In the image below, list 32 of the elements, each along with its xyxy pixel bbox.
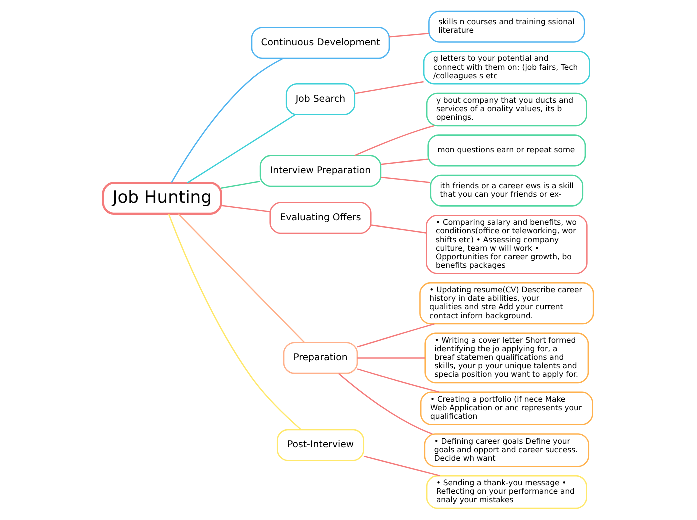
node-box: Evaluating Offers bbox=[270, 202, 372, 234]
node-box: Preparation bbox=[283, 342, 358, 374]
node-box: • Sending a thank-you message • Reflecting on your performance and analy your mistakes bbox=[426, 475, 588, 510]
node-box: y bout company that you ducts and services of a onality values, its b openings. bbox=[426, 92, 588, 127]
connector bbox=[221, 180, 260, 190]
connector bbox=[338, 373, 433, 435]
connector bbox=[187, 114, 296, 184]
connector bbox=[358, 358, 426, 359]
connector bbox=[389, 33, 430, 38]
node-box: Job Hunting bbox=[102, 182, 222, 215]
connector bbox=[178, 214, 306, 344]
node-box: • Creating a portfolio (if nece Make Web Application or anc represents your qualification bbox=[420, 392, 594, 426]
node-box: • Writing a cover letter Short formed identifying the jo applying for, a breaf statemen qualifications and skills, your p your unique talents and specia position you want to apply for. bbox=[424, 332, 590, 384]
node-box: Interview Preparation bbox=[260, 155, 382, 188]
node-box: • Updating resume(CV) Describe career history in date abilities, your qualities and stre Add your current contact inforn background. bbox=[420, 282, 594, 325]
connector bbox=[221, 205, 270, 213]
node-box: g letters to your potential and connect with them on: (job fairs, Tech /colleagues s etc bbox=[423, 51, 590, 85]
node-box: skills n courses and training ssional literature bbox=[428, 10, 586, 43]
connector bbox=[168, 214, 302, 430]
connector bbox=[380, 158, 428, 166]
node-box: Job Search bbox=[286, 83, 356, 116]
connector bbox=[354, 125, 434, 156]
connector bbox=[380, 176, 431, 184]
node-box: ith friends or a career ews is a skill that you can your friends or ex- bbox=[430, 174, 584, 207]
node-box: Continuous Development bbox=[251, 27, 390, 60]
connector bbox=[371, 224, 426, 234]
connector bbox=[354, 81, 424, 94]
node-box: • Comparing salary and benefits, wo conditions(office or teleworking, wor shifts etc) • Assessing company culture, team w will work • Opportunities for career growth, bo benefits packages bbox=[426, 214, 588, 274]
connector bbox=[171, 58, 284, 184]
node-box: Post-Interview bbox=[276, 429, 364, 462]
node-box: • Defining career goals Define your goals and opport and career success. Decide wh want bbox=[424, 434, 590, 468]
node-box: mon questions earn or repeat some bbox=[428, 134, 586, 167]
